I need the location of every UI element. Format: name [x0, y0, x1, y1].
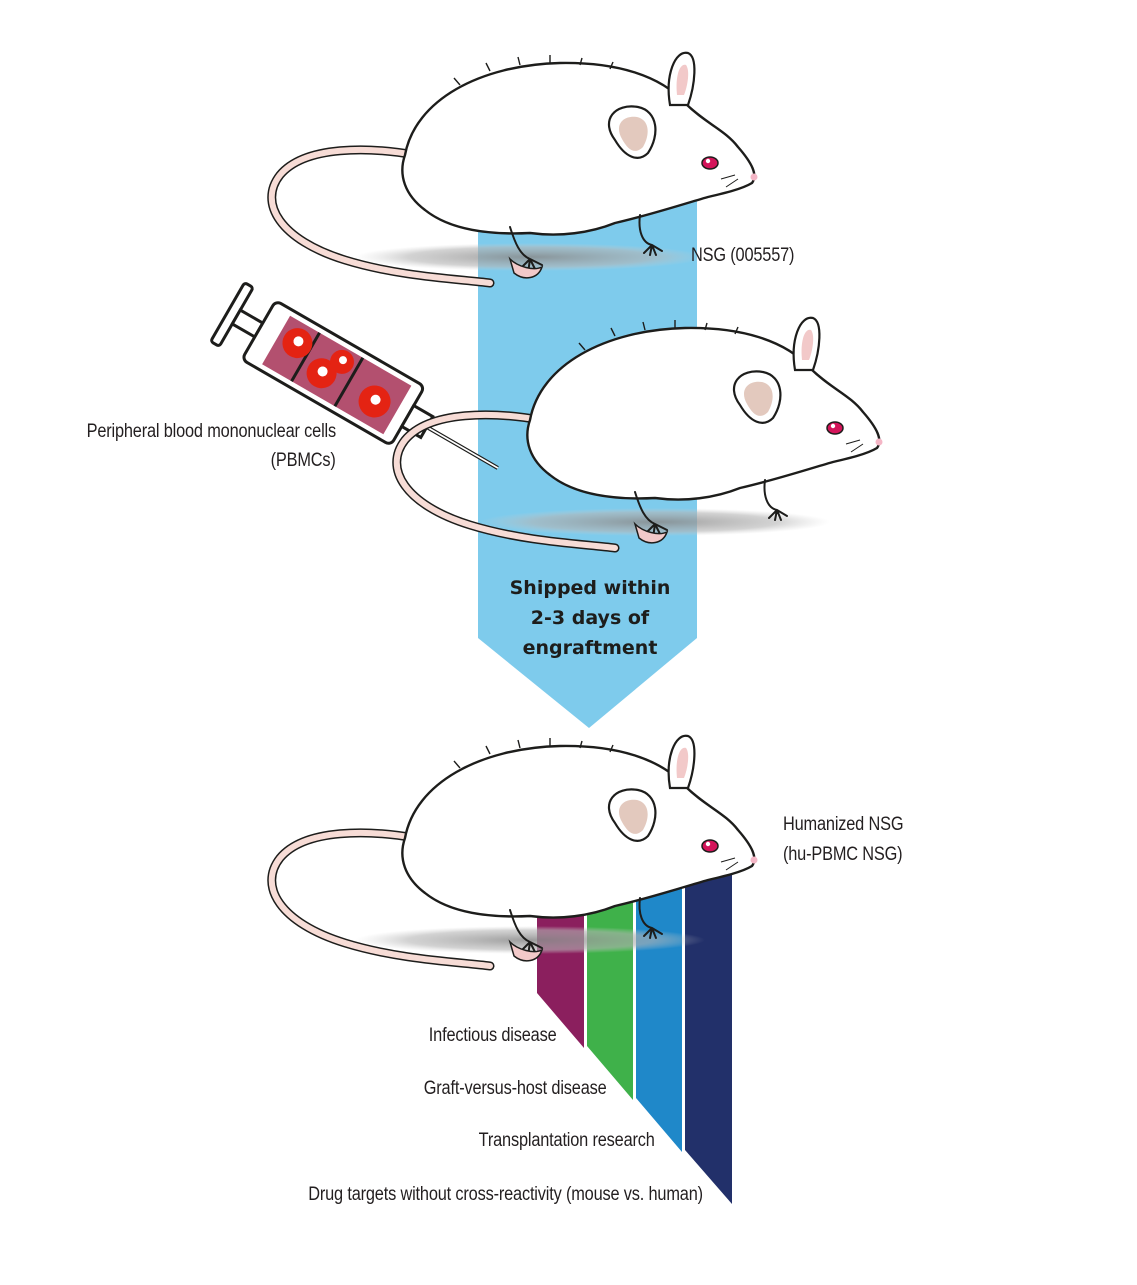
- nsg-label: NSG (005557): [691, 245, 795, 266]
- bar-drug-targets: [685, 852, 732, 1204]
- application-label-infectious: Infectious disease: [428, 1025, 556, 1046]
- syringe-icon: [210, 282, 499, 470]
- application-label-transplantation: Transplantation research: [478, 1130, 655, 1151]
- bar-graft-versus-host: [587, 868, 633, 1100]
- humanized-mouse: [272, 736, 758, 966]
- shipping-line-1: Shipped within: [509, 577, 671, 599]
- injected-mouse: [397, 318, 883, 548]
- shipping-line-2: 2-3 days of: [530, 607, 650, 629]
- shipping-text: Shipped within 2-3 days of engraftment: [470, 573, 710, 663]
- bar-transplantation: [636, 868, 682, 1152]
- humanized-label: Humanized NSG: [783, 814, 904, 835]
- humanized-label-abbr: (hu-PBMC NSG): [783, 844, 903, 865]
- application-label-drug-targets: Drug targets without cross-reactivity (m…: [308, 1184, 703, 1205]
- application-label-gvhd: Graft-versus-host disease: [424, 1078, 607, 1099]
- pbmc-label: Peripheral blood mononuclear cells: [86, 421, 337, 442]
- pbmc-label-abbr: (PBMCs): [270, 450, 336, 471]
- shipping-line-3: engraftment: [522, 637, 658, 659]
